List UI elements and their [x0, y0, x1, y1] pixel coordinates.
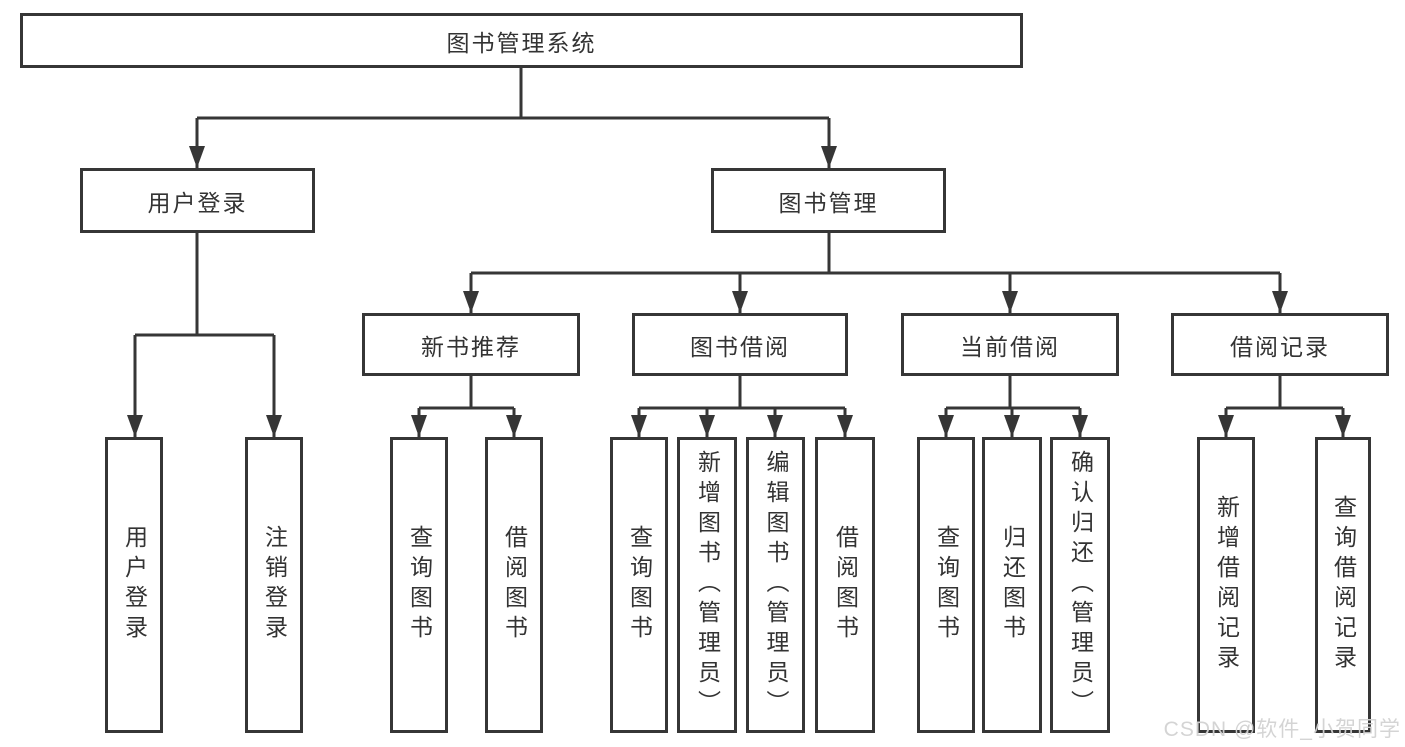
- arrow-icon: [821, 146, 837, 168]
- arrow-icon: [266, 415, 282, 437]
- arrow-icon: [732, 291, 748, 313]
- node-current-query-book: 查询图书: [917, 437, 975, 733]
- arrow-icon: [1272, 291, 1288, 313]
- node-newrec-query-book: 查询图书: [390, 437, 448, 733]
- node-borrowing-query-book: 查询图书: [610, 437, 668, 733]
- node-newrec-borrow-book: 借阅图书: [485, 437, 543, 733]
- node-current-confirm-return-admin: 确认归还（管理员）: [1050, 437, 1110, 733]
- node-borrowing-borrow-book: 借阅图书: [815, 437, 875, 733]
- node-book-management: 图书管理: [711, 168, 946, 233]
- node-current-borrowing: 当前借阅: [901, 313, 1119, 376]
- arrow-icon: [506, 415, 522, 437]
- node-user-login: 用户登录: [80, 168, 315, 233]
- node-borrowing-add-book-admin: 新增图书（管理员）: [677, 437, 737, 733]
- node-current-return-book: 归还图书: [982, 437, 1042, 733]
- arrow-icon: [631, 415, 647, 437]
- arrow-icon: [127, 415, 143, 437]
- arrow-icon: [189, 146, 205, 168]
- arrow-icon: [1072, 415, 1088, 437]
- arrow-icon: [699, 415, 715, 437]
- arrow-icon: [1002, 291, 1018, 313]
- node-book-borrowing: 图书借阅: [632, 313, 848, 376]
- arrow-icon: [1218, 415, 1234, 437]
- arrow-icon: [463, 291, 479, 313]
- node-records-add-record: 新增借阅记录: [1197, 437, 1255, 733]
- node-borrow-records: 借阅记录: [1171, 313, 1389, 376]
- csdn-watermark: CSDN @软件_小贺同学: [1163, 718, 1401, 741]
- node-records-query-record: 查询借阅记录: [1315, 437, 1371, 733]
- node-new-book-recommend: 新书推荐: [362, 313, 580, 376]
- node-borrowing-edit-book-admin: 编辑图书（管理员）: [746, 437, 805, 733]
- node-leaf-user-login: 用户登录: [105, 437, 163, 733]
- arrow-icon: [1004, 415, 1020, 437]
- arrow-icon: [837, 415, 853, 437]
- node-library-management-system: 图书管理系统: [20, 13, 1023, 68]
- arrow-icon: [938, 415, 954, 437]
- arrow-icon: [767, 415, 783, 437]
- arrow-icon: [1335, 415, 1351, 437]
- arrow-icon: [411, 415, 427, 437]
- node-leaf-logout: 注销登录: [245, 437, 303, 733]
